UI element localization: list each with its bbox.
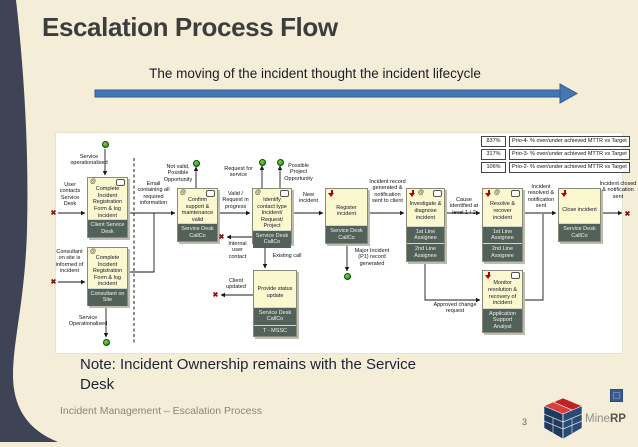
logo-text: MineRP xyxy=(585,413,626,425)
page-title: Escalation Process Flow xyxy=(42,12,338,42)
page-number: 3 xyxy=(522,417,528,427)
left-wave-decoration xyxy=(0,0,58,442)
note-text: Note: Incident Ownership remains with th… xyxy=(80,356,416,393)
process-flow-diagram xyxy=(55,132,623,354)
corner-square-icon xyxy=(610,389,623,402)
minerp-cube-icon xyxy=(543,397,583,440)
subtitle: The moving of the incident thought the i… xyxy=(149,66,481,81)
footer-text: Incident Management – Escalation Process xyxy=(60,405,262,417)
end-marker-x: ✖ xyxy=(624,210,631,218)
minerp-logo: MineRP xyxy=(541,396,636,442)
